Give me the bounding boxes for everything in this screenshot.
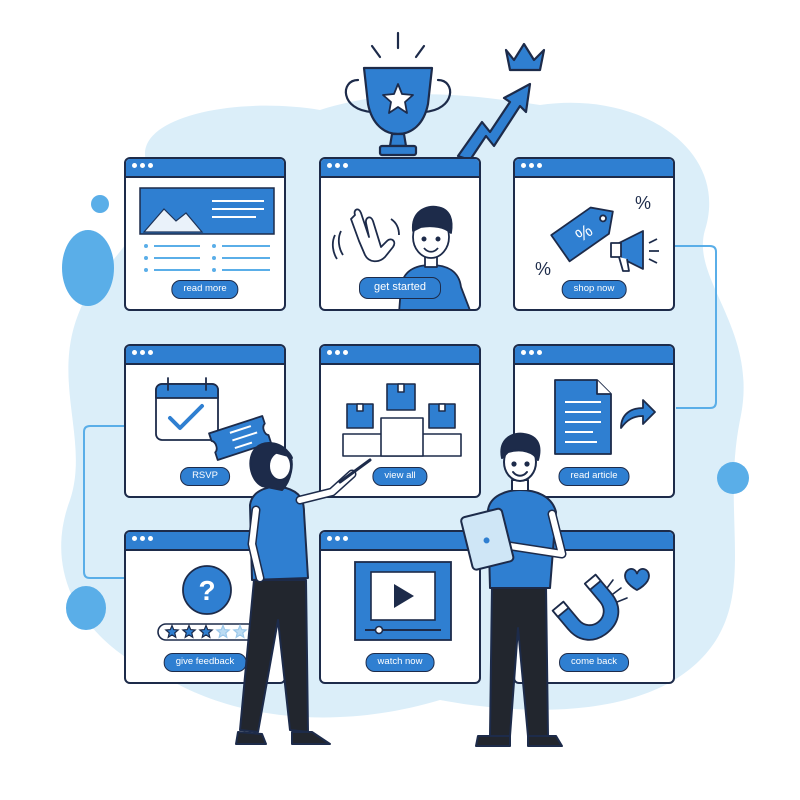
card-video: watch now [319, 530, 481, 684]
window-titlebar [515, 159, 673, 178]
event-illustration [155, 377, 272, 461]
question-icon: ? [182, 565, 232, 615]
card-retention: come back [513, 530, 675, 684]
progress-handle[interactable] [374, 625, 384, 635]
star-icon[interactable] [164, 623, 180, 639]
image-icon [139, 187, 275, 272]
card-welcome: get started [319, 157, 481, 311]
document-icon [554, 379, 612, 455]
star-icon[interactable] [198, 623, 214, 639]
window-titlebar [126, 532, 284, 551]
percent-symbol: % [535, 259, 551, 279]
decor-blob [62, 230, 114, 306]
window-titlebar [321, 346, 479, 365]
star-icon[interactable] [181, 623, 197, 639]
view-all-button[interactable]: view all [372, 467, 428, 486]
window-titlebar [126, 346, 284, 365]
display-pedestal [380, 417, 424, 457]
decor-dot [91, 195, 109, 213]
read-more-button[interactable]: read more [171, 280, 239, 299]
crown-icon [504, 42, 546, 72]
waving-hand-icon [331, 208, 400, 263]
card-products: view all [319, 344, 481, 498]
card-survey: ? give feedback [124, 530, 286, 684]
window-titlebar [321, 159, 479, 178]
article-illustration [554, 379, 656, 455]
window-titlebar [515, 346, 673, 365]
card-promo: % % % shop now [513, 157, 675, 311]
growth-arrow-icon [456, 82, 532, 162]
megaphone-icon [610, 230, 659, 272]
window-titlebar [126, 159, 284, 178]
trophy-icon [344, 31, 452, 157]
get-started-button[interactable]: get started [359, 277, 441, 299]
ticket-icon [208, 415, 272, 461]
product-boxes-illustration [342, 383, 462, 457]
magnet-icon [551, 573, 620, 641]
give-feedback-button[interactable]: give feedback [163, 653, 247, 672]
decor-blob [66, 586, 106, 630]
attraction-lines [606, 579, 628, 603]
card-blog: read more [124, 157, 286, 311]
read-article-button[interactable]: read article [558, 467, 630, 486]
calendar-check-icon [155, 377, 219, 441]
come-back-button[interactable]: come back [559, 653, 629, 672]
card-article: read article [513, 344, 675, 498]
decor-dot [717, 462, 749, 494]
play-icon[interactable] [394, 584, 414, 608]
connector-line [674, 245, 717, 409]
heart-icon [624, 568, 650, 592]
survey-illustration: ? [157, 565, 257, 641]
percent-symbol: % [635, 193, 651, 213]
share-arrow-icon [620, 399, 656, 429]
card-event: RSVP [124, 344, 286, 498]
watch-now-button[interactable]: watch now [365, 653, 435, 672]
rsvp-button[interactable]: RSVP [180, 467, 230, 486]
shop-now-button[interactable]: shop now [561, 280, 627, 299]
video-player [354, 561, 452, 641]
connector-line [83, 425, 126, 579]
window-titlebar [321, 532, 479, 551]
promo-illustration: % % % [535, 193, 659, 279]
retention-illustration [551, 568, 650, 641]
price-tag-icon: % [550, 206, 614, 263]
question-mark: ? [198, 575, 215, 606]
star-icon[interactable] [215, 623, 231, 639]
